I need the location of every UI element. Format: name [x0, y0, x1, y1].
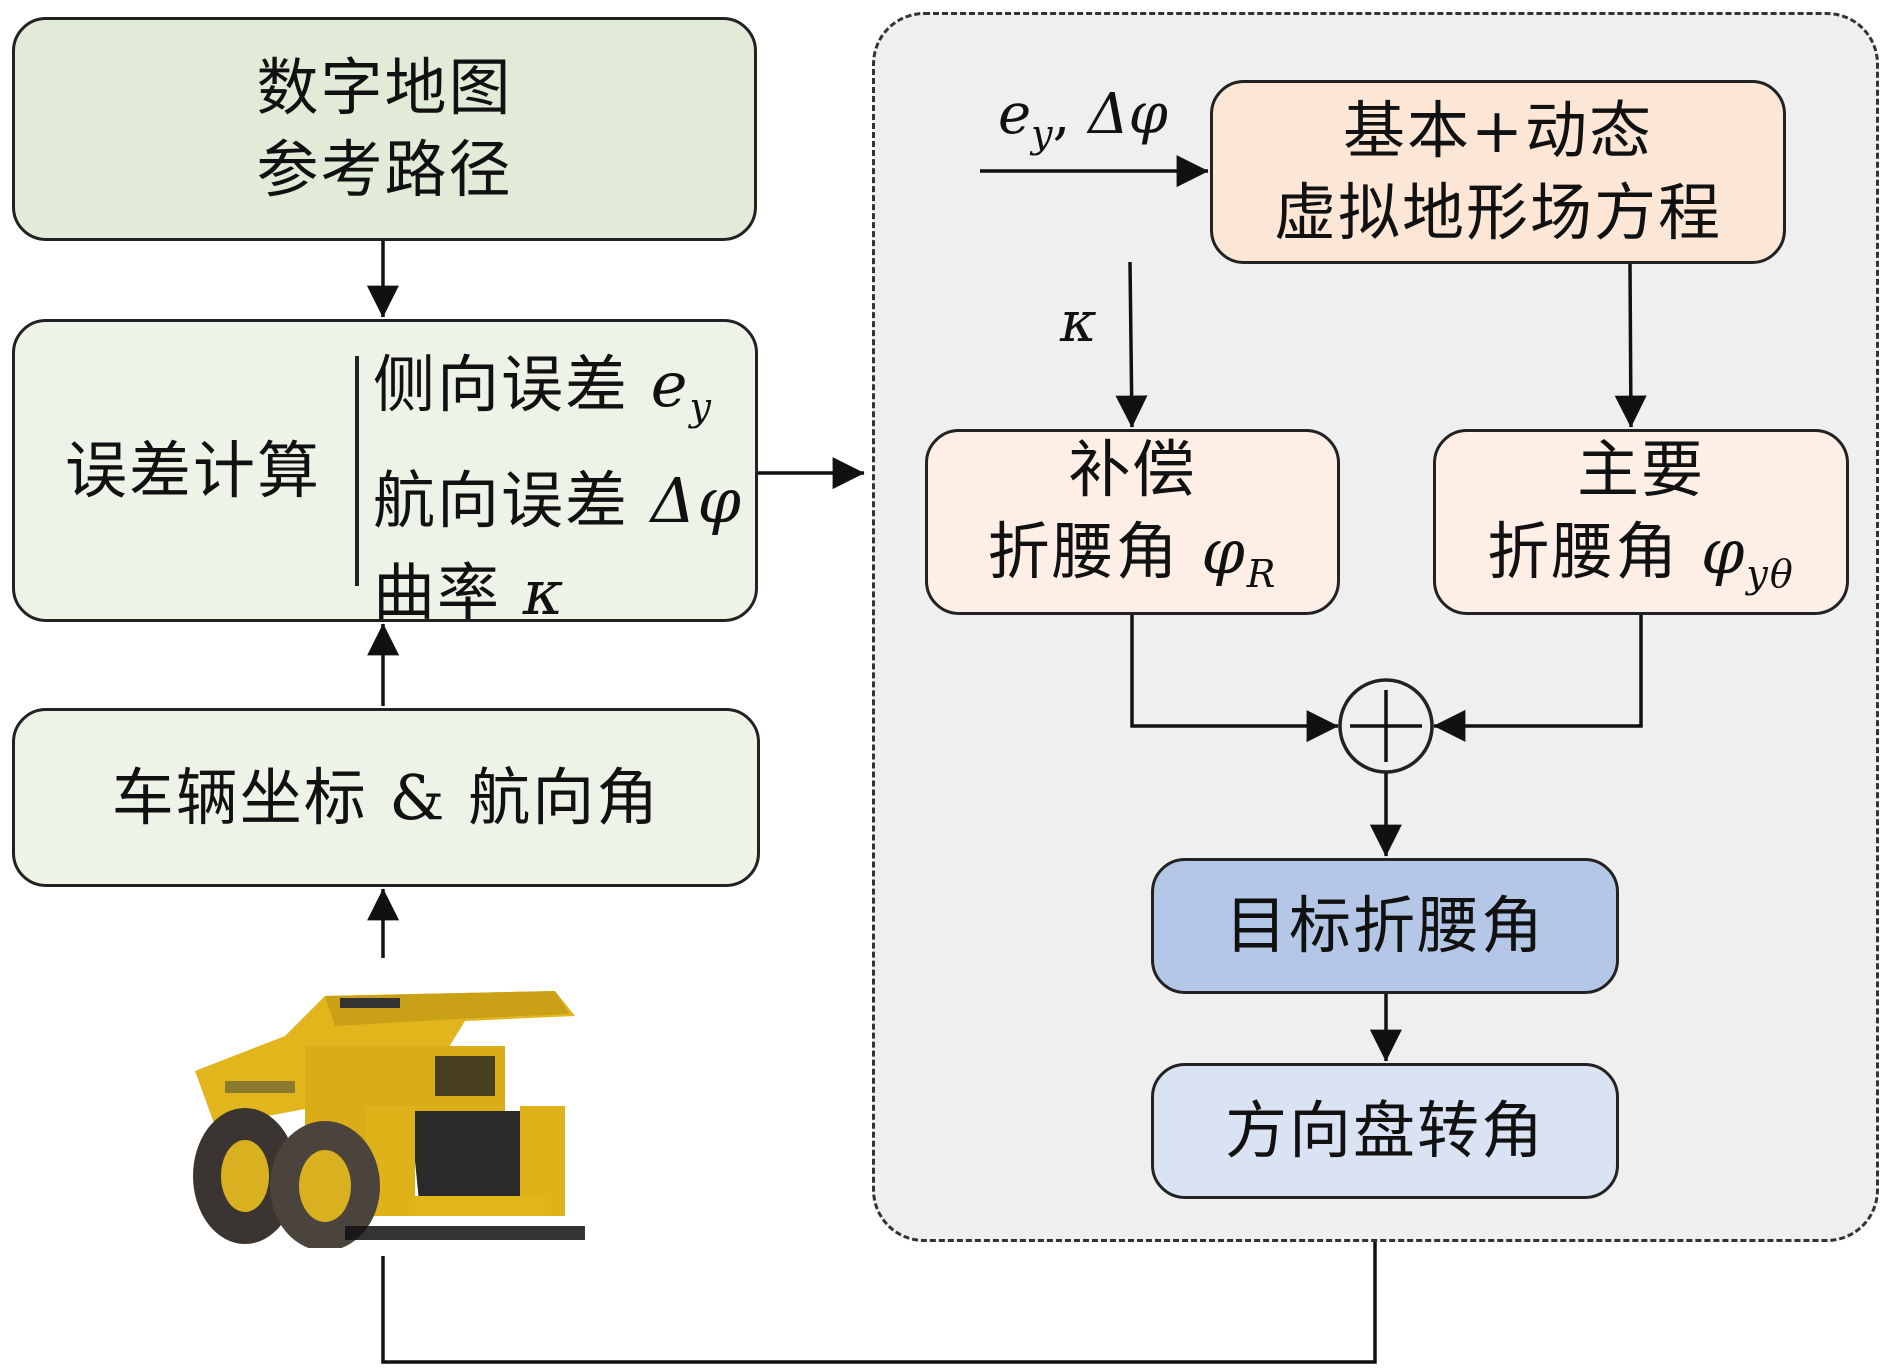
lateral-error-symbol: e — [650, 348, 690, 421]
target-articulation-angle-box: 目标折腰角 — [1151, 858, 1619, 994]
arrow-compensation-to-sum — [1130, 615, 1339, 743]
main-subscript: yθ — [1746, 552, 1795, 596]
virtual-terrain-field-box: 基本+动态 虚拟地形场方程 — [1210, 80, 1786, 264]
curvature-item: 曲率 κ — [373, 552, 743, 634]
main-line1: 主要 — [1576, 433, 1705, 506]
bracket-divider — [355, 356, 359, 586]
input-ey-subscript: y — [1031, 112, 1053, 156]
vehicle-pose-label: 车辆坐标 & 航向角 — [111, 760, 661, 834]
terrain-box-line2: 虚拟地形场方程 — [1273, 176, 1722, 249]
mining-truck-image — [193, 991, 585, 1248]
truck-badge — [340, 998, 400, 1008]
truck-rear-hub — [221, 1140, 269, 1212]
compensation-line2: 折腰角 φR — [988, 511, 1278, 615]
error-calculation-title: 误差计算 — [65, 434, 322, 507]
input-signal-label: ey, Δφ — [998, 82, 1168, 156]
digital-map-label: 数字地图 — [256, 51, 513, 124]
heading-error-item: 航向误差 Δφ — [373, 460, 743, 542]
curvature-symbol: κ — [522, 556, 566, 629]
feedback-loop-line — [381, 1242, 1377, 1364]
truck-bumper — [415, 1196, 545, 1216]
truck-side-panel — [225, 1081, 295, 1093]
lateral-error-label: 侧向误差 — [373, 348, 630, 421]
heading-error-label: 航向误差 — [373, 464, 630, 537]
truck-front-hub — [299, 1150, 351, 1222]
main-label: 折腰角 — [1487, 515, 1680, 588]
truck-grille — [410, 1111, 545, 1211]
arrow-kappa-to-compensation — [1115, 261, 1148, 428]
main-line2: 折腰角 φyθ — [1487, 511, 1795, 615]
steering-angle-label: 方向盘转角 — [1224, 1094, 1545, 1167]
input-separator: , — [1052, 82, 1089, 147]
lateral-error-subscript: y — [689, 385, 713, 429]
compensation-label: 折腰角 — [987, 515, 1180, 588]
input-dphi-symbol: Δφ — [1088, 82, 1168, 147]
input-ey-symbol: e — [998, 82, 1032, 147]
compensation-symbol: φ — [1201, 515, 1247, 588]
curvature-signal-label: κ — [1060, 290, 1097, 355]
compensation-articulation-angle-box: 补偿 折腰角 φR — [925, 429, 1340, 615]
sum-junction — [1338, 678, 1434, 774]
error-calculation-box: 误差计算 侧向误差 ey 航向误差 Δφ 曲率 κ — [12, 319, 758, 629]
reference-path-label: 参考路径 — [256, 133, 513, 206]
steering-wheel-angle-box: 方向盘转角 — [1151, 1063, 1619, 1199]
truck-shadow — [345, 1226, 585, 1240]
main-symbol: φ — [1700, 515, 1747, 588]
vehicle-pose-box: 车辆坐标 & 航向角 — [12, 708, 760, 887]
curvature-label: 曲率 — [373, 556, 502, 629]
lateral-error-item: 侧向误差 ey — [373, 344, 743, 448]
terrain-box-line1: 基本+动态 — [1343, 94, 1653, 167]
truck-cab-window — [435, 1056, 495, 1096]
target-angle-label: 目标折腰角 — [1224, 889, 1545, 962]
main-articulation-angle-box: 主要 折腰角 φyθ — [1433, 429, 1849, 615]
digital-map-box: 数字地图 参考路径 — [12, 17, 757, 241]
arrow-main-to-sum — [1433, 615, 1643, 742]
compensation-subscript: R — [1246, 552, 1278, 596]
compensation-line1: 补偿 — [1068, 433, 1197, 506]
heading-error-symbol: Δφ — [650, 464, 743, 537]
arrow-terrain-to-main — [1614, 263, 1647, 428]
